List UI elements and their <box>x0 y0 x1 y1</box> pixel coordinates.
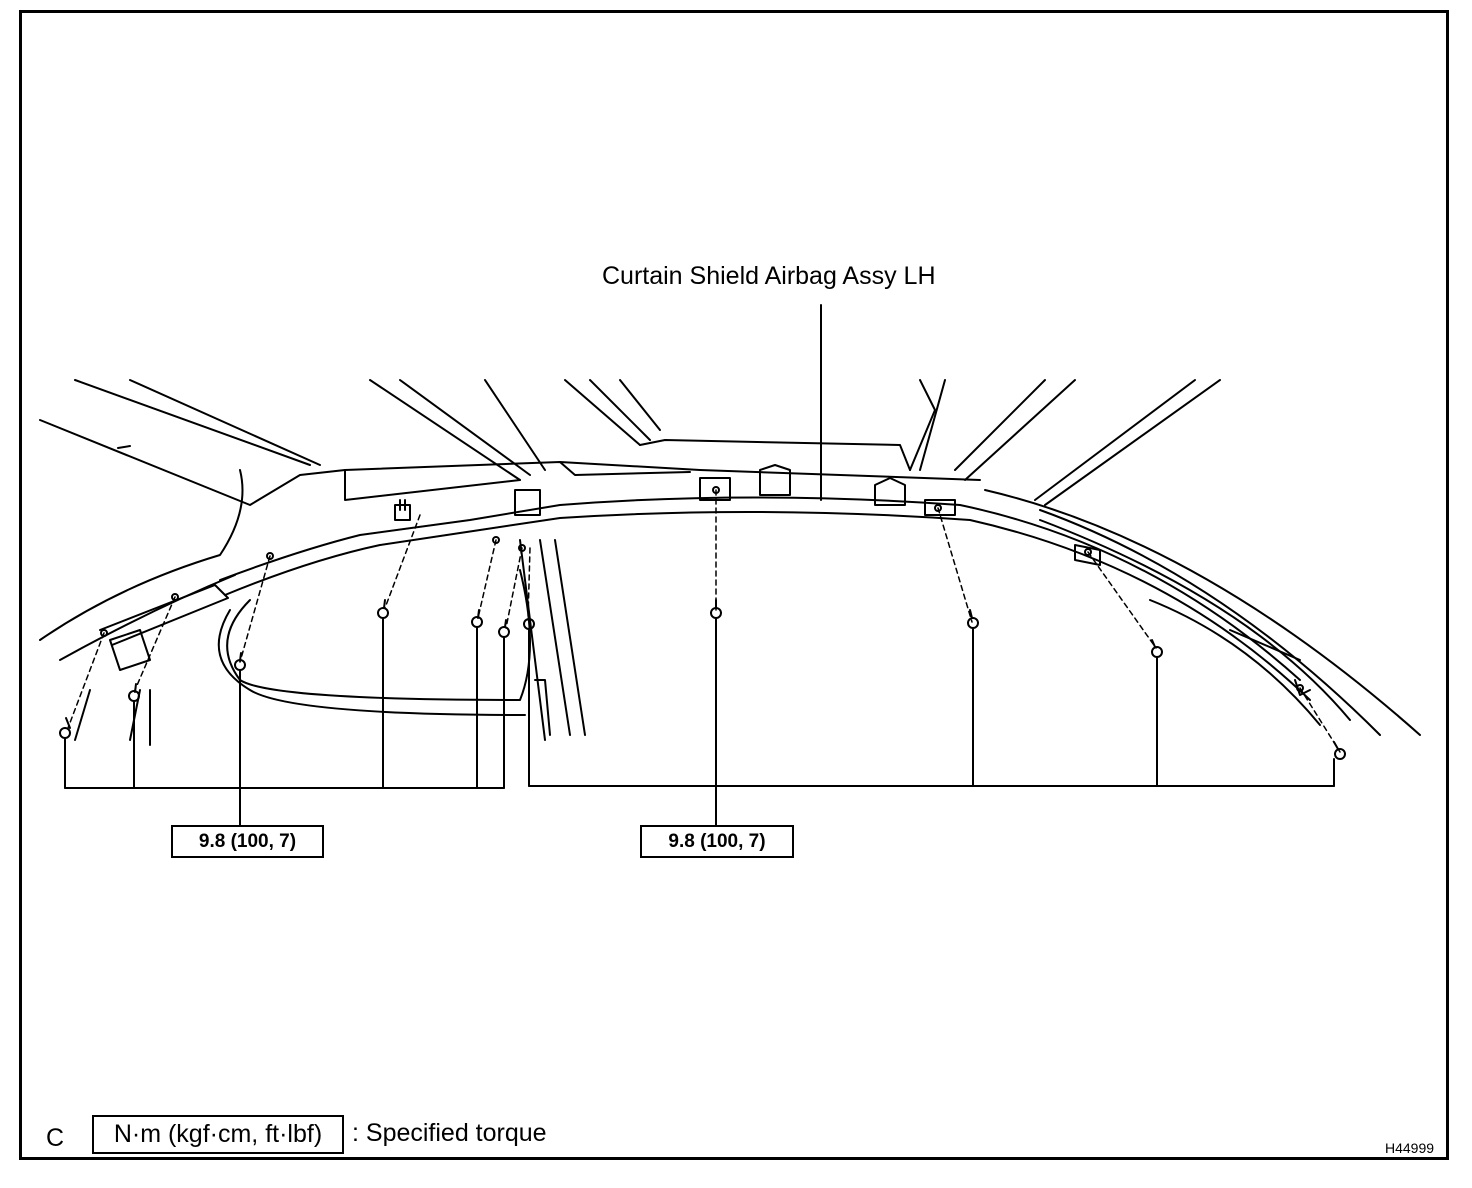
airbag-callout-label: Curtain Shield Airbag Assy LH <box>602 262 936 290</box>
bolt-3 <box>234 652 246 671</box>
bolt-5 <box>471 609 483 628</box>
bolt-alignment-lines <box>67 489 1341 753</box>
legend-description: : Specified torque <box>352 1119 547 1147</box>
bolts <box>59 599 1346 760</box>
torque-leader-lines <box>64 304 1335 827</box>
bolt-2 <box>128 683 140 702</box>
figure-code: H44999 <box>1385 1140 1435 1156</box>
legend-unit-box: N·m (kgf·cm, ft·lbf) <box>92 1115 344 1154</box>
bolt-11 <box>1333 741 1346 760</box>
vehicle-body-outline <box>39 379 1421 746</box>
torque-spec-right: 9.8 (100, 7) <box>640 825 794 858</box>
figure-frame <box>19 10 1449 1160</box>
bolt-8 <box>710 599 722 619</box>
bolt-10 <box>1151 639 1163 658</box>
legend-letter: C <box>46 1124 65 1152</box>
torque-spec-left: 9.8 (100, 7) <box>171 825 324 858</box>
